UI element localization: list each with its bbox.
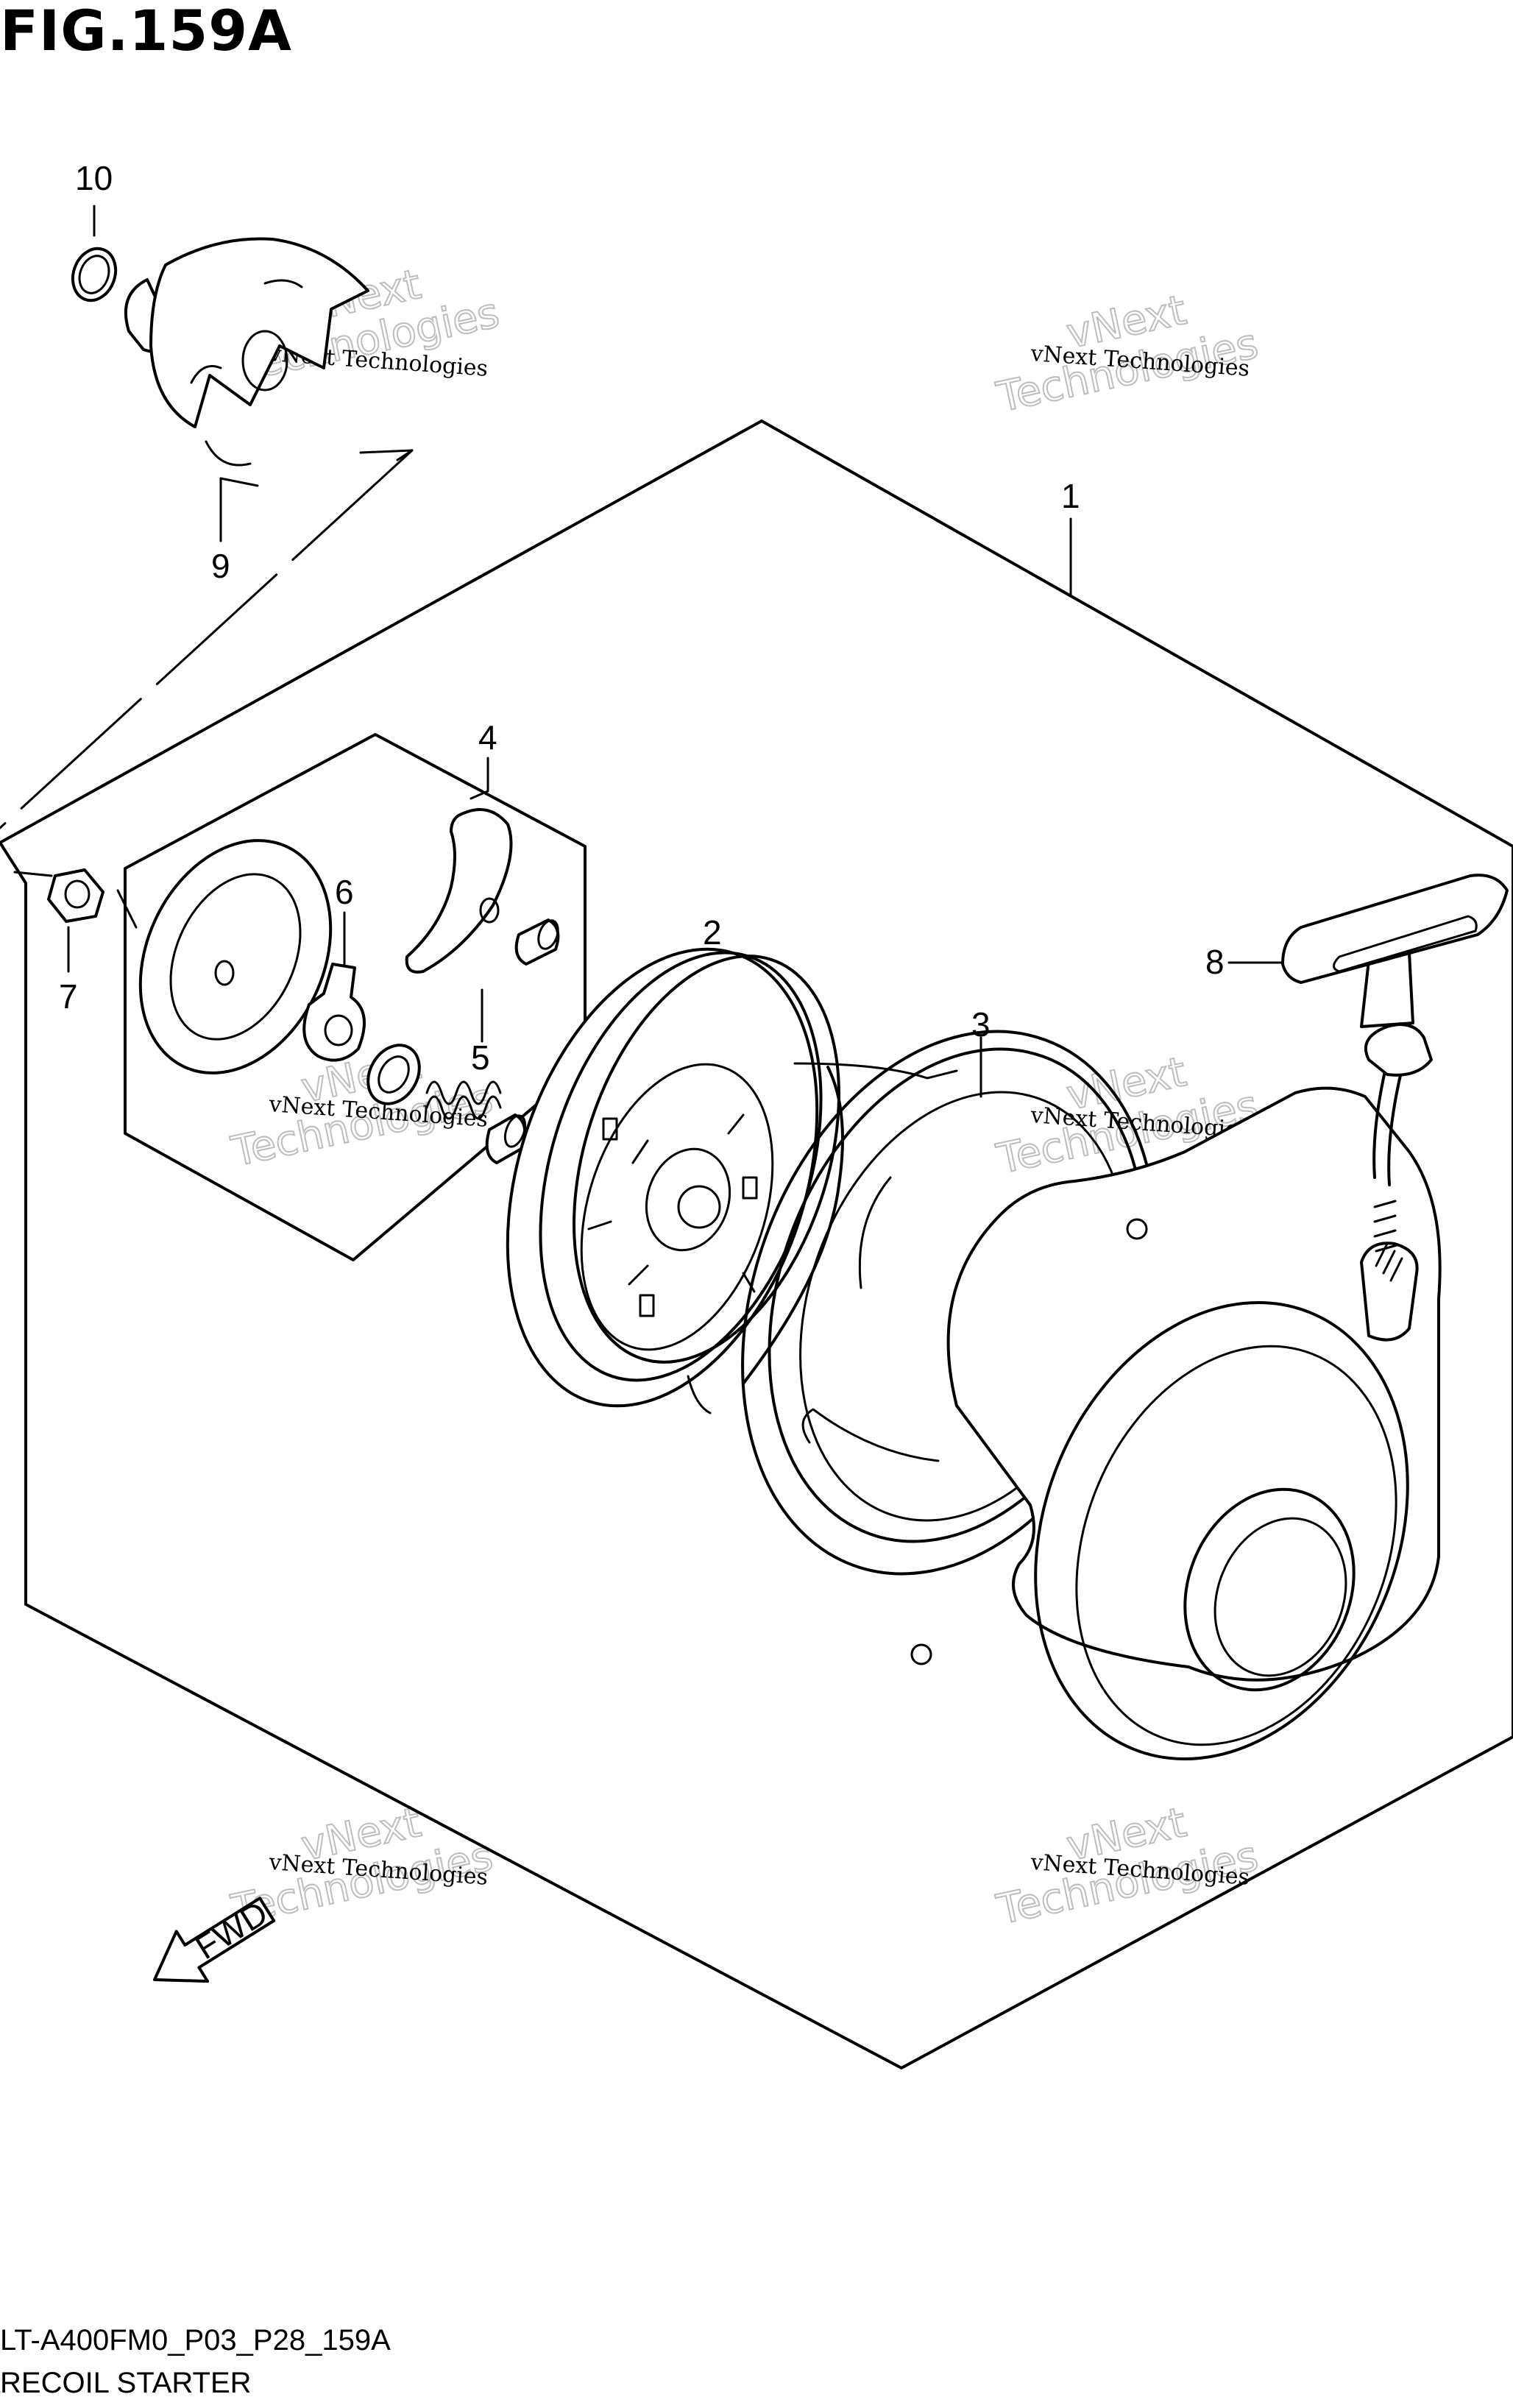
callout-9: 9	[211, 547, 230, 585]
ratchet-guide-part-9	[124, 237, 369, 467]
fwd-arrow: FWD	[153, 1894, 276, 1983]
callout-5: 5	[471, 1038, 490, 1077]
o-ring-part-10	[71, 247, 118, 302]
o-ring-inner	[78, 255, 110, 294]
callout-3: 3	[971, 1005, 991, 1044]
callout-4: 4	[478, 718, 497, 757]
figure-title: FIG.159A	[0, 0, 292, 63]
diagram-name: RECOIL STARTER	[0, 2367, 252, 2399]
starter-case	[910, 1086, 1442, 1761]
leader-line-7c	[13, 871, 53, 877]
assembly-outline	[0, 419, 1513, 2069]
ratchet-arm-part-4	[405, 808, 513, 974]
pawl-spring	[425, 1080, 502, 1120]
leader-line-9b	[219, 477, 259, 487]
callout-8: 8	[1205, 943, 1225, 981]
callout-7: 7	[59, 977, 78, 1016]
diagram-code: LT-A400FM0_P03_P28_159A	[0, 2324, 391, 2356]
washer-inner	[378, 1055, 410, 1094]
callout-1: 1	[1061, 477, 1080, 515]
subassembly-outline	[124, 733, 587, 1261]
leader-dash-9-to-assembly	[0, 449, 414, 829]
nut-part-7	[47, 868, 104, 923]
starter-handle-part-8	[1281, 874, 1509, 1077]
callout-labels: 1 2 3 4 5 6 7 8 9 10	[59, 159, 1225, 1077]
recoil-pulley-part-2	[506, 947, 958, 1414]
callout-6: 6	[335, 873, 354, 911]
callout-2: 2	[703, 913, 722, 952]
leader-line-7b	[116, 889, 138, 929]
watermark-top-right: vNext Technologies	[992, 286, 1263, 422]
friction-plate	[138, 839, 333, 1074]
callout-10: 10	[75, 159, 113, 197]
leader-line-4b	[470, 790, 489, 800]
pawl-part-6	[302, 963, 366, 1062]
pin	[514, 918, 560, 966]
